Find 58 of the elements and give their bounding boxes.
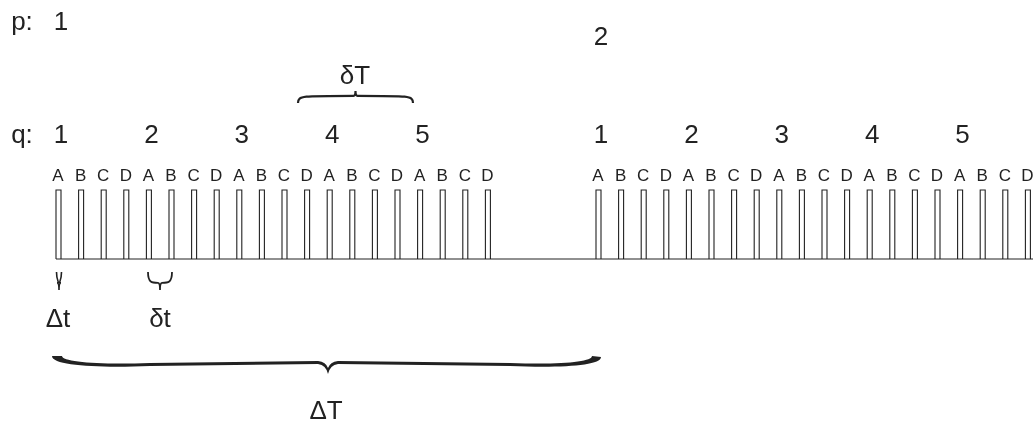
- pulse-letter: A: [323, 166, 335, 184]
- pulse-letter: D: [840, 166, 853, 184]
- pulse-group-number: 2: [684, 121, 699, 147]
- interval-label: δT: [339, 62, 371, 88]
- pulse-letter: D: [210, 166, 223, 184]
- pulse-letter: A: [682, 166, 695, 184]
- pulse-letter: D: [119, 166, 132, 184]
- period-number: 1: [53, 8, 69, 34]
- period-number: 2: [593, 23, 609, 49]
- pulse-letter: A: [863, 166, 875, 184]
- pulse-letter: C: [637, 166, 650, 184]
- pulse-letter: A: [773, 166, 785, 184]
- interval-label: Δt: [45, 305, 71, 331]
- pulse-letter: A: [413, 166, 426, 184]
- pulse-letter: C: [458, 166, 471, 184]
- axis-label: q:: [11, 121, 33, 147]
- pulse-letter: D: [300, 166, 313, 184]
- axis-label: p:: [11, 8, 33, 34]
- pulse-letter: C: [277, 166, 291, 184]
- pulse-group-number: 4: [864, 121, 880, 147]
- pulse-letter: C: [368, 166, 381, 184]
- pulse-letter: B: [74, 166, 87, 184]
- pulse-letter: D: [481, 166, 494, 184]
- pulse-letter: B: [705, 166, 717, 184]
- pulse-letter: A: [52, 166, 64, 184]
- interval-label: δt: [149, 305, 171, 331]
- pulse-letter: C: [97, 166, 110, 184]
- pulse-letter: A: [953, 166, 966, 184]
- pulse-group-number: 4: [324, 121, 340, 147]
- pulse-group-number: 5: [955, 121, 970, 147]
- pulse-letter: C: [727, 166, 740, 184]
- pulse-group-number: 1: [53, 121, 69, 147]
- pulse-letter: B: [886, 166, 898, 184]
- pulse-group-number: 5: [415, 121, 430, 147]
- pulse-group-number: 2: [144, 121, 159, 147]
- pulse-letter: C: [998, 166, 1011, 184]
- pulse-letter: B: [436, 166, 448, 184]
- pulse-group-number: 3: [234, 121, 250, 147]
- pulse-group-number: 3: [774, 121, 790, 147]
- pulse-letter: C: [817, 166, 831, 184]
- pulse-letter: A: [592, 166, 604, 184]
- pulse-letter: B: [795, 166, 808, 184]
- pulse-letter: B: [346, 166, 358, 184]
- pulse-letter: A: [142, 166, 155, 184]
- pulse-letter: D: [750, 166, 763, 184]
- pulse-letter: A: [233, 166, 245, 184]
- pulse-group-number: 1: [593, 121, 609, 147]
- pulse-letter: C: [187, 166, 200, 184]
- pulse-letter: B: [976, 166, 988, 184]
- pulse-letter: D: [659, 166, 672, 184]
- pulse-letter: C: [908, 166, 921, 184]
- pulse-letter: B: [255, 166, 268, 184]
- pulse-letter: D: [1021, 166, 1034, 184]
- pulse-letter: B: [165, 166, 177, 184]
- interval-label: ΔT: [309, 397, 343, 423]
- pulse-letter: D: [390, 166, 404, 184]
- pulse-letter: D: [930, 166, 944, 184]
- pulse-letter: B: [614, 166, 627, 184]
